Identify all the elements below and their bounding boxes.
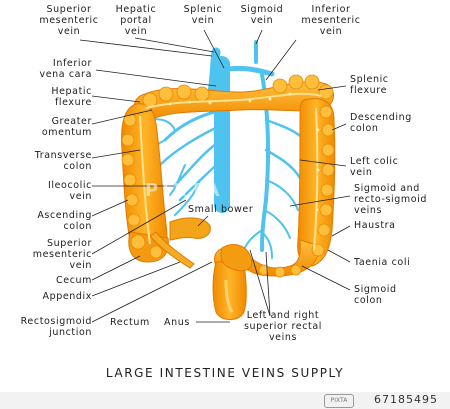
brand-logo: PIXTA xyxy=(324,394,354,408)
label-inferior-vena-cava: Inferior vena cara xyxy=(39,58,92,80)
rectum-shape xyxy=(212,261,247,320)
label-splenic-flexure: Splenic flexure xyxy=(350,74,389,96)
rectosigmoid-shape xyxy=(220,244,253,272)
label-superior-mesenteric-vein-top: Superior mesenteric vein xyxy=(39,4,99,37)
label-sigmoid-colon: Sigmoid colon xyxy=(354,284,397,306)
label-sigmoid-vein: Sigmoid vein xyxy=(240,4,284,26)
label-anus: Anus xyxy=(164,317,190,328)
label-sigmoid-recto-sigmoid-veins: Sigmoid and recto-sigmoid veins xyxy=(354,183,428,216)
diagram-title: LARGE INTESTINE VEINS SUPPLY xyxy=(105,366,345,380)
label-haustra: Haustra xyxy=(354,220,396,231)
label-inferior-mesenteric-vein: Inferior mesenteric vein xyxy=(301,4,361,37)
label-descending-colon: Descending colon xyxy=(350,112,412,134)
label-ascending-colon: Ascending colon xyxy=(37,210,92,232)
label-hepatic-portal-vein: Hepatic portal vein xyxy=(115,4,157,37)
label-rectosigmoid-junction: Rectosigmoid junction xyxy=(20,316,92,338)
splenic-vein xyxy=(221,65,275,77)
label-superior-mesenteric-vein-bottom: Superior mesenteric vein xyxy=(32,238,92,271)
label-left-colic-vein: Left colic vein xyxy=(350,156,399,178)
small-bowel-shape xyxy=(169,217,211,241)
image-id: 67185495 xyxy=(374,393,438,406)
label-cecum: Cecum xyxy=(56,275,92,286)
watermark: PIXTA xyxy=(145,180,224,201)
label-superior-rectal-veins: Left and right superior rectal veins xyxy=(243,310,323,343)
colon xyxy=(121,74,336,320)
label-small-bowel: Small bower xyxy=(188,204,254,215)
label-appendix: Appendix xyxy=(42,291,92,302)
label-hepatic-flexure: Hepatic flexure xyxy=(51,86,92,108)
label-greater-omentum: Greater omentum xyxy=(41,116,92,138)
label-transverse-colon: Transverse colon xyxy=(34,150,92,172)
footer-bar: PIXTA 67185495 xyxy=(0,392,450,409)
label-splenic-vein: Splenic vein xyxy=(183,4,223,26)
label-ileocolic-vein: Ileocolic vein xyxy=(47,180,92,202)
leader-lines xyxy=(79,29,351,323)
appendix-shape xyxy=(149,231,195,269)
label-rectum: Rectum xyxy=(110,317,150,328)
label-taenia-coli: Taenia coli xyxy=(354,257,411,268)
